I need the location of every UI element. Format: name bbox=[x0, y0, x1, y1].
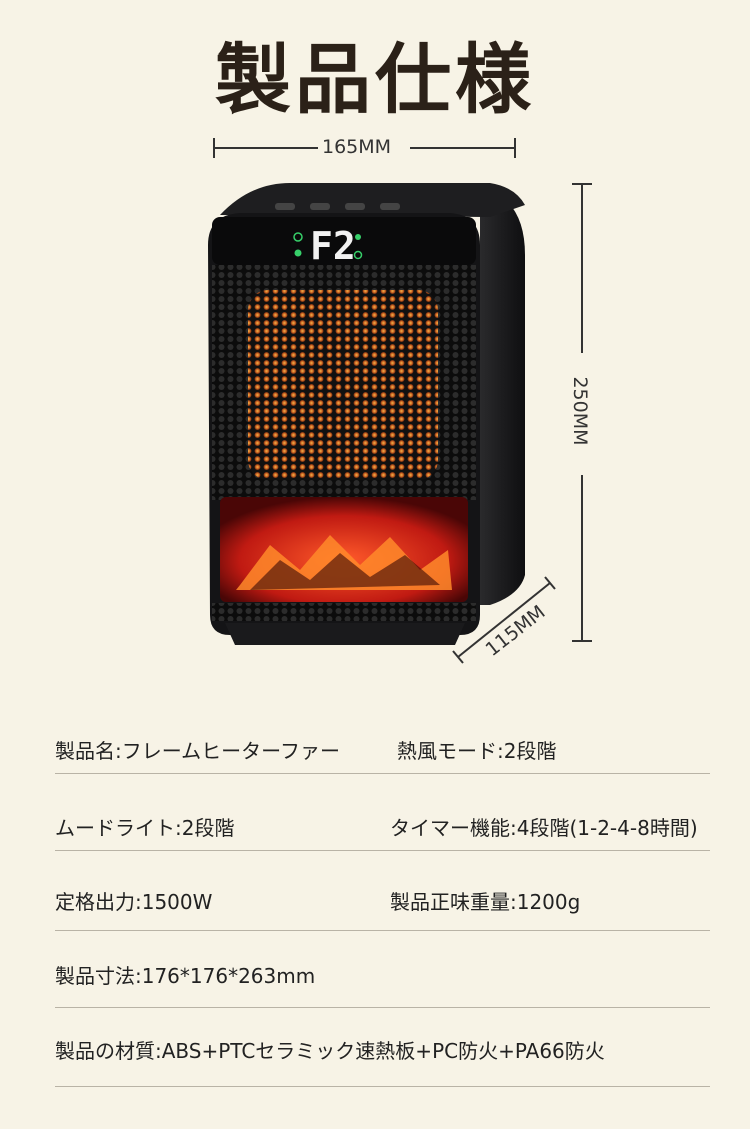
spec-row: 製品名:フレームヒーターファー 熱風モード:2段階 bbox=[55, 735, 710, 774]
spec-net-weight: 製品正味重量:1200g bbox=[390, 890, 581, 914]
spec-material: 製品の材質:ABS+PTCセラミック速熱板+PC防火+PA66防火 bbox=[55, 1039, 605, 1063]
spec-row: 製品の材質:ABS+PTCセラミック速熱板+PC防火+PA66防火 bbox=[55, 1035, 710, 1087]
spec-row: 製品寸法:176*176*263mm bbox=[55, 960, 710, 1008]
spec-rated-output: 定格出力:1500W bbox=[55, 890, 213, 914]
width-label: 165MM bbox=[322, 136, 392, 158]
spec-hot-air-mode: 熱風モード:2段階 bbox=[397, 739, 557, 763]
spec-row: 定格出力:1500W 製品正味重量:1200g bbox=[55, 886, 710, 931]
display-code: F2 bbox=[310, 224, 356, 268]
height-label: 250MM bbox=[569, 376, 591, 446]
spec-mood-light: ムードライト:2段階 bbox=[55, 816, 235, 840]
page-title: 製品仕様 bbox=[215, 35, 535, 124]
spec-dimensions: 製品寸法:176*176*263mm bbox=[55, 964, 316, 988]
heater-image: F2 bbox=[190, 175, 530, 659]
spec-row: ムードライト:2段階 タイマー機能:4段階(1-2-4-8時間) bbox=[55, 812, 710, 851]
spec-timer: タイマー機能:4段階(1-2-4-8時間) bbox=[390, 816, 698, 840]
spec-product-name: 製品名:フレームヒーターファー bbox=[55, 739, 340, 763]
